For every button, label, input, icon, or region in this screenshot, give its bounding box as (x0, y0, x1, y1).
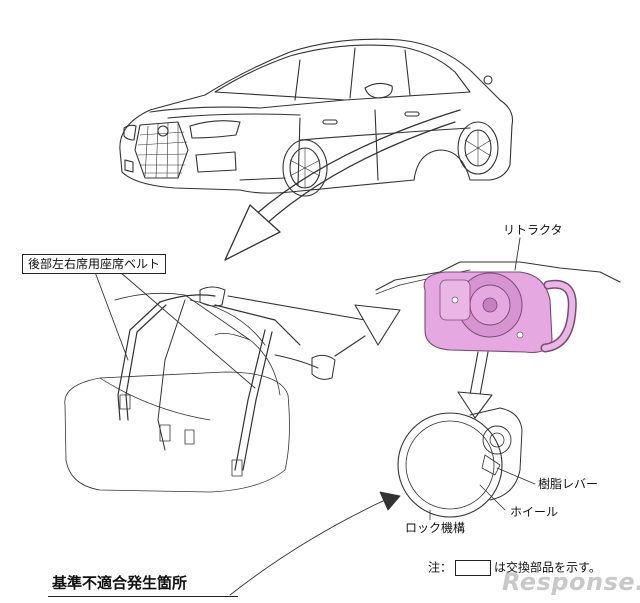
nonconformity-underline (48, 596, 238, 597)
lock-mechanism-illustration (397, 407, 536, 521)
arrow-nonconformity (229, 491, 401, 596)
retractor-illustration (375, 237, 621, 354)
arrow-seat-to-retractor (227, 295, 401, 357)
label-retractor: リトラクタ (503, 223, 563, 237)
legend-prefix: 注： (428, 560, 453, 575)
label-nonconformity: 基準不適合発生箇所 (52, 574, 188, 592)
label-resin-lever: 樹脂レバー (538, 477, 599, 491)
label-lock-mechanism: ロック機構 (405, 521, 466, 535)
car-illustration (119, 38, 514, 197)
arrow-retractor-to-lock (457, 351, 493, 419)
arrow-car-to-seat (224, 109, 461, 261)
watermark-logo: Response. (502, 568, 640, 596)
rear-seat-illustration (64, 271, 336, 493)
legend-suffix: は交換部品を示す。 (494, 560, 601, 575)
label-rear-belt: 後部左右席用座席ベルト (22, 254, 167, 274)
legend-box (455, 560, 492, 576)
legend-note: 注： は交換部品を示す。 (428, 560, 601, 576)
label-wheel: ホイール (510, 505, 559, 519)
